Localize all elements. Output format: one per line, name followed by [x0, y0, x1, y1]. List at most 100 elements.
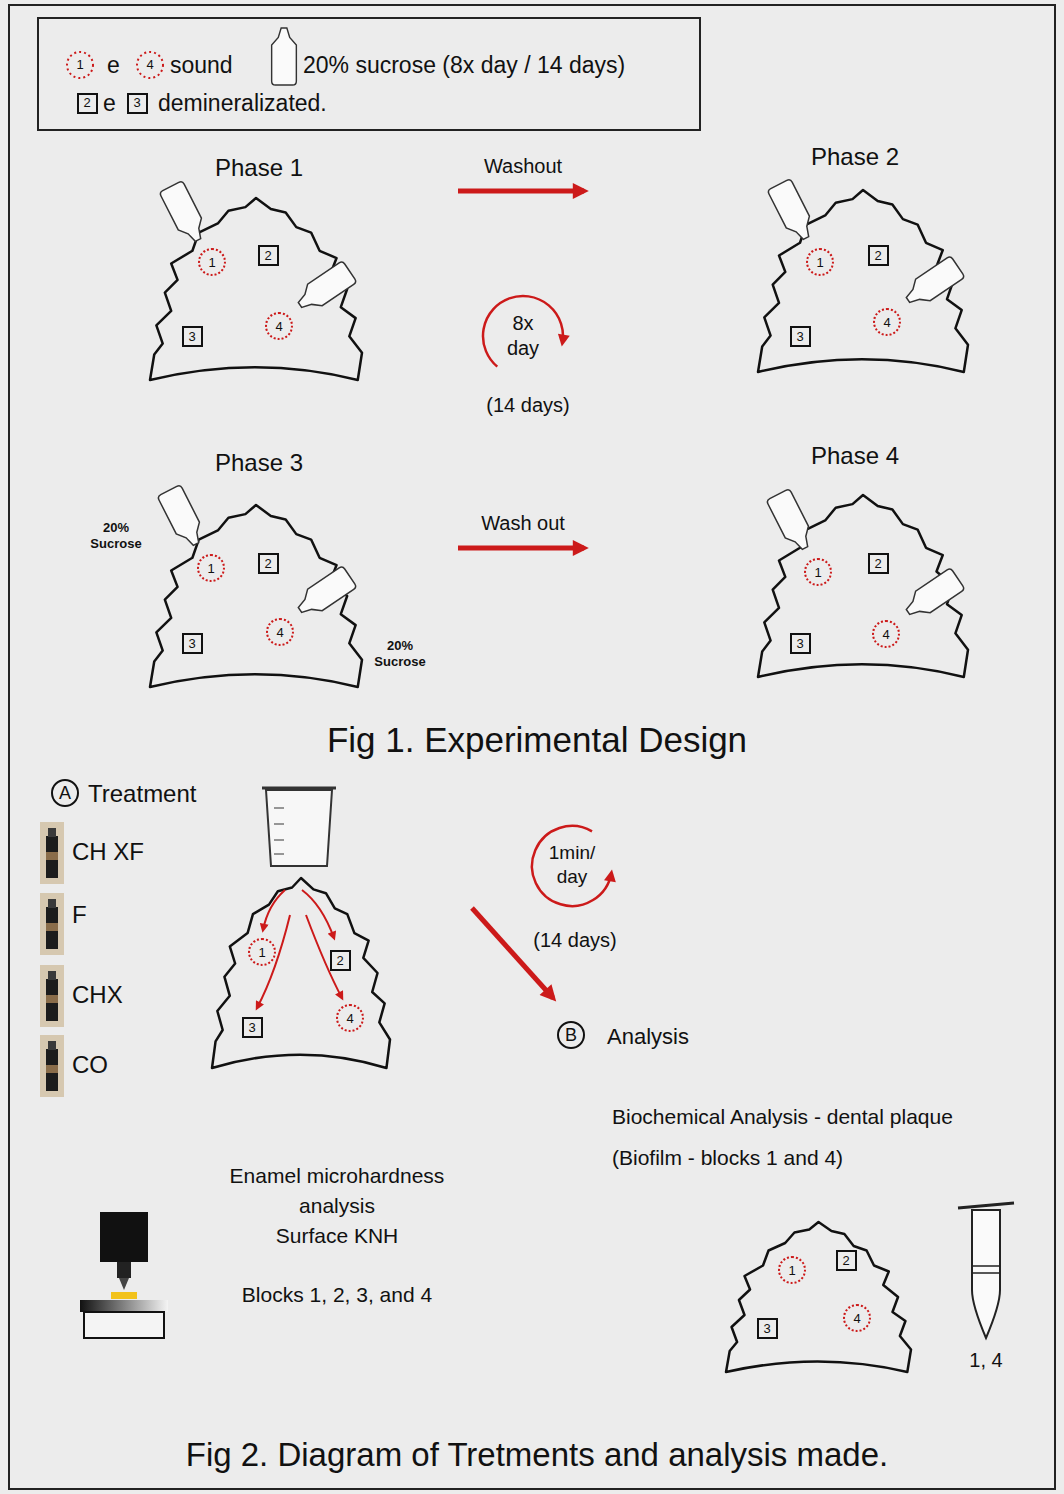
- legend-text: sound: [170, 51, 233, 80]
- arrow-label: Wash out: [481, 511, 565, 536]
- sound-block: 1: [197, 554, 225, 582]
- rinse-arrow: [257, 915, 290, 1008]
- sound-block: 1: [248, 938, 276, 966]
- analysis-note: Blocks 1, 2, 3, and 4: [242, 1282, 432, 1308]
- block-number: A: [59, 784, 71, 802]
- callout-number: 1: [76, 57, 83, 73]
- section-title: Treatment: [88, 779, 196, 809]
- demineralized-block: 3: [242, 1017, 263, 1038]
- demineralized-block: 2: [836, 1250, 857, 1271]
- beaker: [262, 788, 336, 866]
- block-number: 1: [207, 562, 214, 575]
- demineralized-block-sample: [78, 94, 97, 113]
- bottle-label: 20% Sucrose: [365, 638, 435, 671]
- tooth-outline: [212, 878, 390, 1068]
- sound-block: 4: [873, 308, 901, 336]
- demineralized-block: 2: [258, 553, 279, 574]
- block-number: 2: [264, 557, 271, 570]
- sucrose-bottle: [293, 261, 357, 316]
- analysis-note: Biochemical Analysis - dental plaque: [612, 1104, 953, 1130]
- sound-block: 4: [265, 312, 293, 340]
- sound-block: 4: [266, 618, 294, 646]
- block-number: 2: [874, 249, 881, 262]
- figure-caption: Fig 1. Experimental Design: [327, 718, 747, 762]
- sound-block: 1: [198, 248, 226, 276]
- block-number: 3: [188, 637, 195, 650]
- cycle-label: 1min/ day: [543, 841, 601, 889]
- phase-title: Phase 2: [811, 142, 899, 172]
- sucrose-bottle: [901, 568, 965, 623]
- figure-border: [9, 5, 1055, 1489]
- analysis-note: Enamel microhardness analysis: [212, 1161, 462, 1222]
- cycle-arrow: [483, 296, 563, 367]
- washout-arrow: [458, 189, 584, 194]
- treatment-name: CO: [72, 1050, 108, 1080]
- legend-text: e: [107, 51, 120, 80]
- legend-text: e: [103, 89, 116, 118]
- demineralized-block: 2: [868, 245, 889, 266]
- legend-text: demineralizated.: [158, 89, 327, 118]
- block-number: 1: [208, 256, 215, 269]
- section-title: Analysis: [607, 1023, 689, 1051]
- rinse-arrow: [302, 890, 334, 938]
- block-number: 2: [264, 249, 271, 262]
- treatment-name: CHX: [72, 980, 123, 1010]
- step-marker: B: [557, 1021, 585, 1049]
- sound-block: 1: [804, 558, 832, 586]
- legend-text: 20% sucrose (8x day / 14 days): [303, 51, 625, 80]
- callout-number: 3: [133, 95, 140, 111]
- block-number: 1: [258, 946, 265, 959]
- demineralized-block: 3: [757, 1318, 778, 1339]
- analysis-note: (Biofilm - blocks 1 and 4): [612, 1145, 843, 1171]
- block-number: 3: [763, 1322, 770, 1335]
- step-marker: A: [51, 779, 79, 807]
- block-number: B: [565, 1026, 577, 1044]
- rinse-arrow: [263, 890, 285, 930]
- cycle-arrow: [532, 826, 611, 906]
- sucrose-bottle: [293, 566, 357, 621]
- analysis-arrow: [472, 908, 553, 998]
- sound-block: 4: [872, 620, 900, 648]
- sucrose-bottle: [272, 28, 297, 85]
- demineralized-block: 2: [868, 553, 889, 574]
- sound-block: 1: [778, 1256, 806, 1284]
- treatment-name: CH XF: [72, 837, 144, 867]
- demineralized-block: 3: [182, 326, 203, 347]
- block-number: 4: [275, 320, 282, 333]
- tube-label: 1, 4: [969, 1348, 1002, 1373]
- sound-block-sample: [67, 52, 93, 78]
- sound-block: 4: [336, 1004, 364, 1032]
- sucrose-bottle: [766, 489, 816, 554]
- sucrose-bottle: [157, 485, 207, 550]
- microhardness-tester: [80, 1212, 168, 1338]
- phase-title: Phase 3: [215, 448, 303, 478]
- sucrose-bottle: [767, 179, 817, 244]
- block-number: 4: [346, 1012, 353, 1025]
- treatment-name: F: [72, 900, 87, 930]
- block-number: 4: [882, 628, 889, 641]
- phase-title: Phase 4: [811, 441, 899, 471]
- block-number: 3: [248, 1021, 255, 1034]
- block-number: 3: [188, 330, 195, 343]
- block-number: 4: [853, 1312, 860, 1325]
- block-number: 3: [796, 637, 803, 650]
- sucrose-bottle: [159, 181, 209, 246]
- analysis-note: Surface KNH: [276, 1223, 399, 1249]
- block-number: 4: [883, 316, 890, 329]
- block-number: 2: [874, 557, 881, 570]
- demineralized-block: 2: [258, 245, 279, 266]
- product-photo: [40, 893, 64, 955]
- duration-label: (14 days): [486, 393, 569, 418]
- figure-caption: Fig 2. Diagram of Tretments and analysis…: [186, 1434, 888, 1475]
- demineralized-block-sample: [128, 94, 147, 113]
- block-number: 1: [788, 1264, 795, 1277]
- demineralized-block: 2: [330, 950, 351, 971]
- block-number: 1: [816, 256, 823, 269]
- demineralized-block: 3: [790, 326, 811, 347]
- callout-number: 4: [146, 57, 153, 73]
- sound-block: 4: [843, 1304, 871, 1332]
- sample-tube: [958, 1203, 1014, 1338]
- sound-block-sample: [137, 52, 163, 78]
- arrow-label: Washout: [484, 154, 562, 179]
- demineralized-block: 3: [182, 633, 203, 654]
